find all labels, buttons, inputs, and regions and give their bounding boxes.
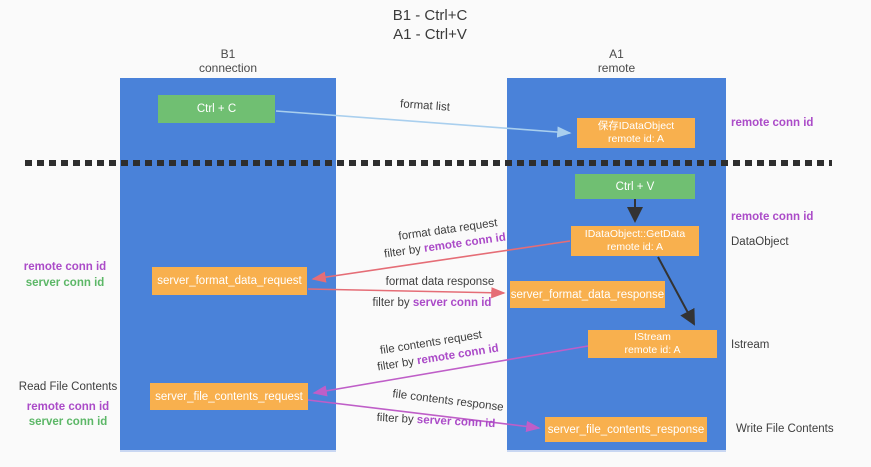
node-server-file-contents-request: server_file_contents_request [150,383,308,410]
node-server-format-data-response: server_format_data_response [510,281,665,308]
annotation-remote-conn-id-mid-right: remote conn id [731,211,814,223]
title-line-1: B1 - Ctrl+C [392,7,468,24]
edge-label-filter-server-1: filter by server conn id [337,297,527,309]
edge-label-file-contents-response-text: file contents response [391,388,505,414]
edge-label-format-list-text: format list [399,98,451,114]
filter-by-text-2: filter by [372,297,413,309]
node-ctrl-c-label: Ctrl + C [196,103,237,115]
node-server-file-contents-request-label: server_file_contents_request [155,390,303,403]
node-server-format-data-response-label: server_format_data_response [510,288,665,301]
filter-by-text-4: filter by [376,411,418,426]
edge-label-format-list: format list [330,93,520,118]
node-idataobject-getdata-line1: IDataObject::GetData [584,228,686,240]
title-line-2: A1 - Ctrl+V [393,26,467,43]
node-istream-line2: remote id: A [624,344,681,356]
annotation-server-conn-id-left-2: server conn id [28,416,108,428]
node-server-format-data-request-label: server_format_data_request [157,275,302,287]
node-ctrl-v-label: Ctrl + V [615,180,655,193]
node-idataobject-getdata: IDataObject::GetData remote id: A [571,226,699,256]
edge-label-format-data-response-text: format data response [385,276,495,288]
node-istream: IStream remote id: A [588,330,717,358]
filter-by-text-3: filter by [376,355,419,374]
filter-by-text-1: filter by [383,242,425,261]
annotation-write-file-contents: Write File Contents [736,423,834,435]
filter-server-conn-id-1: server conn id [412,297,492,309]
annotation-remote-conn-id-left-1: remote conn id [23,261,107,273]
node-save-idataobject-line1: 保存IDataObject [597,120,675,132]
lane-header-b1-line1: B1 [220,47,236,61]
node-istream-line1: IStream [634,331,671,343]
filter-server-conn-id-2: server conn id [416,414,496,431]
node-server-file-contents-response: server_file_contents_response [545,417,707,442]
annotation-dataobject: DataObject [731,236,789,248]
lane-header-b1: B1 connection [120,47,336,75]
arrow-format-data-response [307,287,506,299]
annotation-remote-conn-id-top-right: remote conn id [731,117,814,129]
node-ctrl-v: Ctrl + V [575,174,695,199]
node-save-idataobject-line2: remote id: A [607,133,665,145]
annotation-remote-conn-id-left-2: remote conn id [26,401,110,413]
annotation-read-file-contents: Read File Contents [18,381,118,393]
node-ctrl-c: Ctrl + C [158,95,275,123]
edge-label-format-data-response: format data response [345,276,535,288]
lane-header-a1-line1: A1 [609,47,624,61]
node-server-format-data-request: server_format_data_request [152,267,307,295]
lane-header-a1-line2: remote [597,61,636,75]
node-idataobject-getdata-line2: remote id: A [606,241,664,253]
node-save-idataobject: 保存IDataObject remote id: A [577,118,695,148]
node-server-file-contents-response-label: server_file_contents_response [547,423,705,436]
annotation-istream: Istream [731,339,770,351]
diagram-title: B1 - Ctrl+C A1 - Ctrl+V [300,6,560,44]
lane-header-b1-line2: connection [198,61,258,75]
annotation-server-conn-id-left-1: server conn id [25,277,105,289]
lane-header-a1: A1 remote [507,47,726,75]
dashed-separator-line [25,160,832,166]
